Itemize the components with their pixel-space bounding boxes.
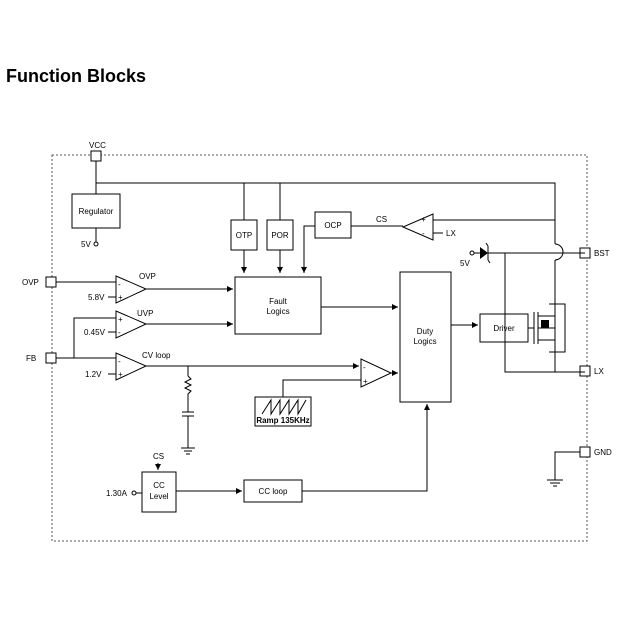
por-label: POR	[271, 231, 289, 240]
pin-fb: FB	[26, 352, 57, 364]
pin-ovp-label: OVP	[22, 278, 39, 287]
pin-fb-label: FB	[26, 354, 36, 363]
pin-bst-label: BST	[594, 249, 610, 258]
pwm-amp-minus: -	[363, 363, 366, 372]
pin-lx: LX	[579, 365, 604, 377]
ovp-amp-minus: -	[118, 280, 121, 289]
bootstrap-diode: 5V	[460, 242, 585, 373]
cv-loop-label: CV loop	[142, 351, 171, 360]
duty-logic-label-1: Duty	[417, 327, 433, 336]
mosfet-body	[541, 320, 549, 328]
uvp-comparator: + - 0.45V UVP	[73, 309, 233, 358]
uvp-signal-label: UVP	[137, 309, 153, 318]
cv-ref-label: 1.2V	[85, 370, 102, 379]
bst-5v-label: 5V	[460, 259, 470, 268]
gnd-symbol	[547, 451, 580, 487]
page-title: Function Blocks	[6, 66, 147, 86]
pin-lx-label: LX	[594, 367, 604, 376]
cs-amp-minus: -	[422, 229, 425, 238]
fault-logic-label-2: Logics	[266, 307, 289, 316]
pwm-comparator: - +	[282, 358, 398, 397]
mosfet-switch	[533, 303, 566, 353]
cc-loop-label: CC loop	[259, 487, 288, 496]
ramp-block: Ramp 135KHz	[254, 396, 312, 427]
driver-label: Driver	[493, 324, 515, 333]
cc-level-label-1: CC	[153, 481, 165, 490]
ramp-label: Ramp 135KHz	[256, 416, 309, 425]
rc-compensation	[181, 366, 195, 455]
ocp-label: OCP	[324, 221, 341, 230]
pin-ovp: OVP	[22, 276, 57, 288]
pin-gnd: GND	[579, 446, 612, 458]
otp-block: OTP	[230, 219, 258, 273]
por-block: POR	[266, 219, 294, 273]
cv-amp-minus: -	[118, 357, 121, 366]
pin-vcc-label: VCC	[89, 141, 106, 150]
cc-level-label-2: Level	[149, 492, 168, 501]
fault-logic-label-1: Fault	[269, 297, 288, 306]
uvp-amp-minus: -	[118, 328, 121, 337]
lx-input-label: LX	[446, 229, 456, 238]
ovp-signal-label: OVP	[139, 272, 156, 281]
cs-top-label: CS	[376, 215, 387, 224]
duty-logic-block: Duty Logics	[399, 271, 478, 403]
regulator-5v-label: 5V	[81, 240, 91, 249]
ovp-comparator: - + 5.8V OVP	[56, 272, 233, 304]
regulator-block: Regulator 5V	[71, 193, 121, 249]
duty-logic-label-2: Logics	[413, 337, 436, 346]
cc-level-block: CS CC Level 1.30A	[106, 452, 242, 513]
ramp-waveform-icon	[261, 398, 307, 416]
vcc-bus	[95, 161, 564, 372]
pin-gnd-label: GND	[594, 448, 612, 457]
uvp-amp-plus: +	[118, 315, 123, 324]
ovp-ref-label: 5.8V	[88, 293, 105, 302]
cc-ref-label: 1.30A	[106, 489, 128, 498]
otp-label: OTP	[236, 231, 252, 240]
chip-boundary	[51, 154, 588, 542]
uvp-ref-label: 0.45V	[84, 328, 106, 337]
cv-amp-plus: +	[118, 370, 123, 379]
fault-logic-block: Fault Logics	[234, 276, 398, 335]
cc-loop-block: CC loop	[243, 404, 430, 503]
cs-bottom-label: CS	[153, 452, 164, 461]
driver-block: Driver	[479, 313, 534, 343]
pin-vcc: VCC	[89, 141, 106, 162]
cs-comparator: + - CS LX	[351, 213, 555, 241]
cv-comparator: - + 1.2V CV loop	[56, 351, 359, 381]
regulator-label: Regulator	[79, 207, 114, 216]
pwm-amp-plus: +	[363, 377, 368, 386]
ocp-block: OCP	[301, 211, 352, 273]
ovp-amp-plus: +	[118, 293, 123, 302]
cs-amp-plus: +	[421, 215, 426, 224]
